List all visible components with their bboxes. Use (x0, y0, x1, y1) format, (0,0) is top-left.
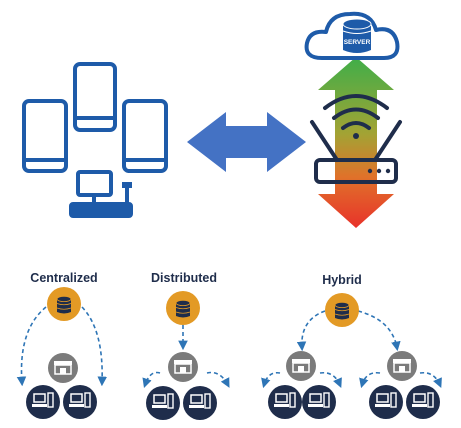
hybrid-db-icon (325, 293, 359, 327)
tablet-right-icon (122, 99, 168, 173)
computer-icon (406, 385, 440, 419)
devices-group (22, 62, 168, 218)
model-label-hybrid: Hybrid (322, 273, 362, 287)
smartphone-icon (73, 62, 117, 132)
computer-icon (146, 386, 180, 420)
computer-icon (369, 385, 403, 419)
computer-icon (63, 385, 97, 419)
server-database-icon (342, 18, 372, 53)
central-db-icon (47, 287, 81, 321)
server-label: SERVER (344, 39, 371, 46)
computer-icon (302, 385, 336, 419)
computer-icon (183, 386, 217, 420)
computer-endpoints (26, 385, 440, 420)
store-hub-icon (387, 351, 417, 381)
wifi-router-icon (310, 94, 402, 184)
distributed-db-icon (166, 291, 200, 325)
cloud-server-icon: SERVER (304, 11, 400, 60)
store-hub-icon (168, 352, 198, 382)
tablet-left-icon (22, 99, 68, 173)
computer-icon (26, 385, 60, 419)
dashed-connectors (16, 306, 442, 389)
desktop-pos-icon (69, 170, 133, 218)
store-hub-icon (286, 351, 316, 381)
double-arrow-icon (187, 112, 306, 172)
store-hub-icon (48, 353, 78, 383)
model-label-centralized: Centralized (30, 271, 97, 285)
model-label-distributed: Distributed (151, 271, 217, 285)
computer-icon (268, 385, 302, 419)
gradient-updown-arrow (318, 57, 394, 228)
